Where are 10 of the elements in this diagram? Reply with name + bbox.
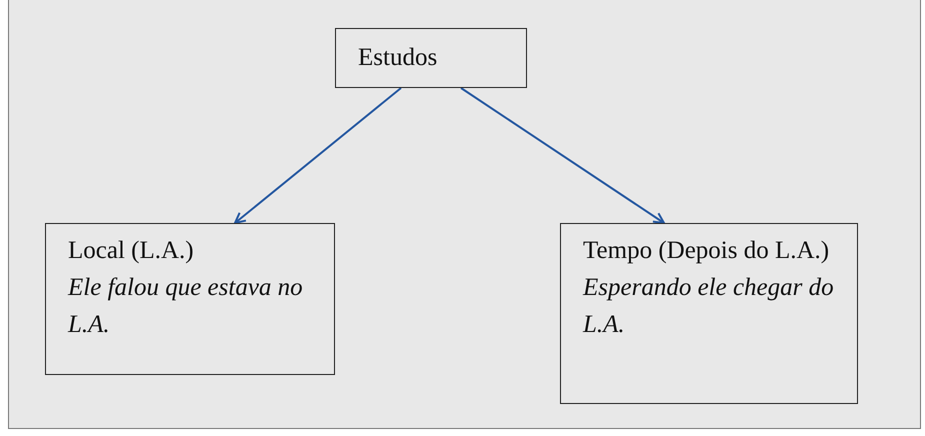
example-text: Ele falou que estava no L.A. [68, 273, 304, 340]
arrow [460, 87, 665, 224]
heading-text: Tempo (Depois do L.A.) [583, 236, 830, 266]
heading-text: Estudos [358, 43, 438, 73]
text-box [335, 28, 527, 88]
example-text: Esperando ele chegar do L.A. [583, 273, 835, 340]
text-box [560, 223, 858, 404]
arrow [234, 87, 402, 224]
text-box [45, 223, 335, 375]
heading-text: Local (L.A.) [68, 236, 195, 266]
